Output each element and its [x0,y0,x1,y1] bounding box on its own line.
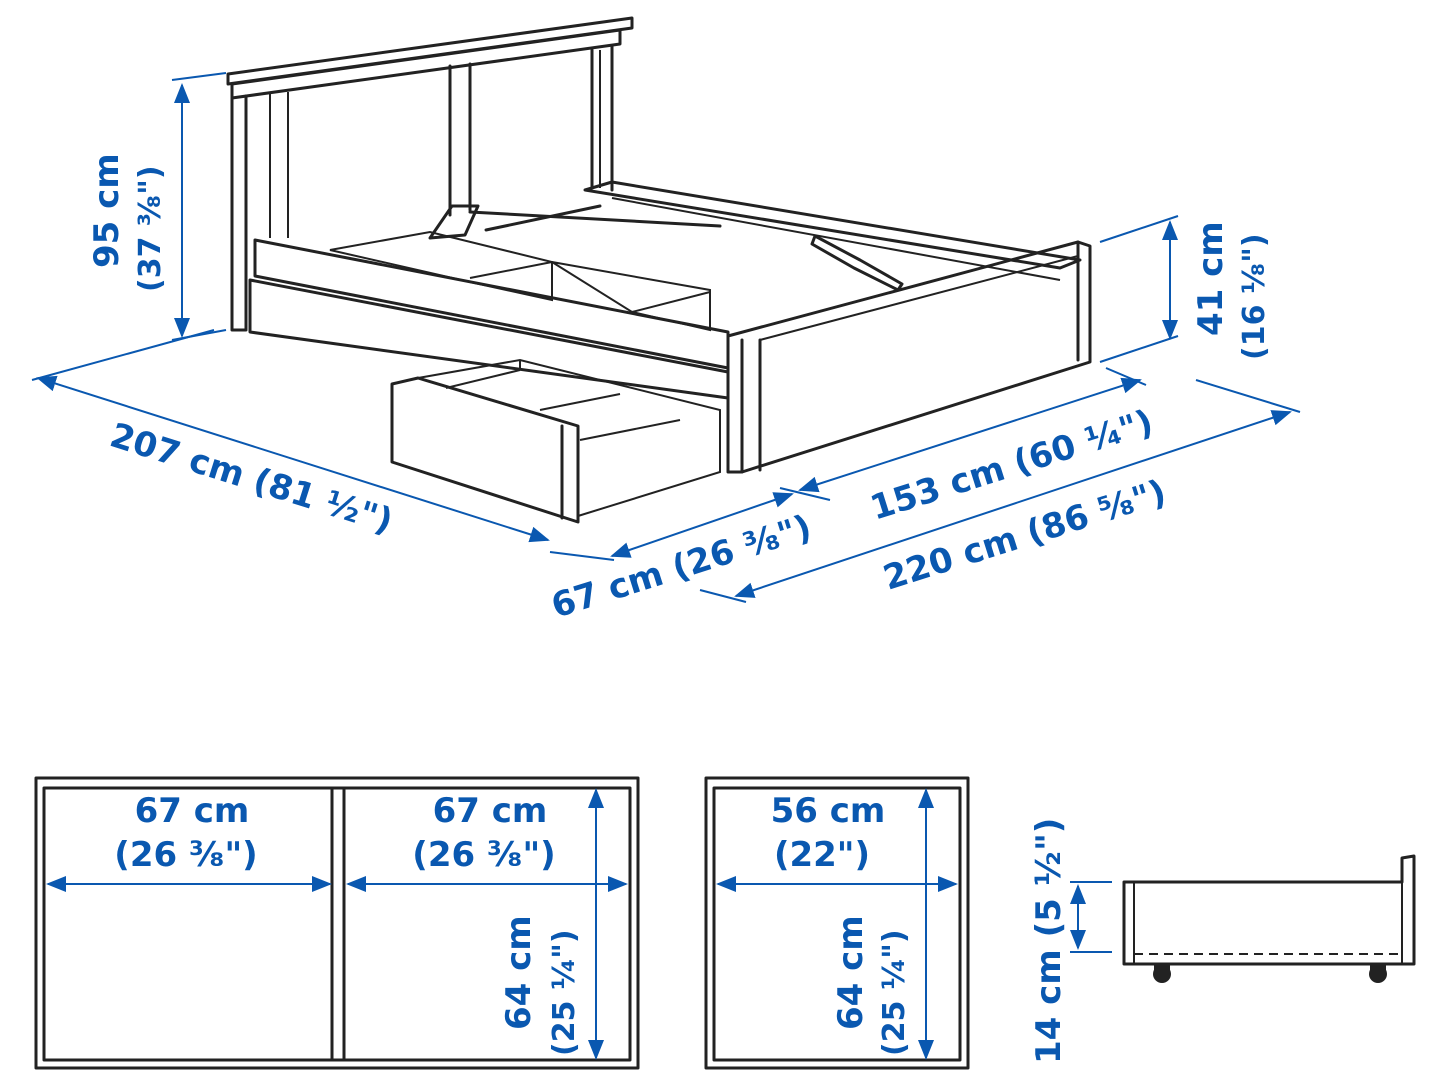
drawer-height: 14 cm (5 ¹⁄₂") [1029,818,1069,1064]
drawer-extension: 67 cm (26 ³⁄₈") [547,507,817,626]
side-height-in: (16 ¹⁄₈") [1237,233,1272,360]
drawer-depth-cm: 64 cm [831,915,871,1030]
drawer-width-in: (22") [774,835,870,875]
box-left-width-in: (26 ³⁄₈") [114,835,257,875]
bed-height-cm: 95 cm [87,153,127,268]
drawer-width-cm: 56 cm [771,791,886,831]
box-right-depth-in: (25 ¹⁄₄") [547,929,582,1056]
drawer-depth-in: (25 ¹⁄₄") [877,929,912,1056]
box-right-width-in: (26 ³⁄₈") [412,835,555,875]
bed-dimensions: 95 cm (37 ³⁄₈") 41 cm (16 ¹⁄₈") 207 cm (… [31,72,1301,627]
box-right-depth-cm: 64 cm [499,915,539,1030]
box-left-width-cm: 67 cm [135,791,250,831]
box-right-width-cm: 67 cm [433,791,548,831]
drawer-top-view: 56 cm (22") 64 cm (25 ¹⁄₄") [704,776,970,1070]
bed-height-in: (37 ³⁄₈") [133,165,168,292]
storage-box-top-view: 67 cm (26 ³⁄₈") 67 cm (26 ³⁄₈") 64 cm (2… [34,776,640,1070]
drawer-side-view: 14 cm (5 ¹⁄₂") [1029,818,1416,1064]
side-height-cm: 41 cm [1191,221,1231,336]
bed-illustration [226,16,1092,524]
